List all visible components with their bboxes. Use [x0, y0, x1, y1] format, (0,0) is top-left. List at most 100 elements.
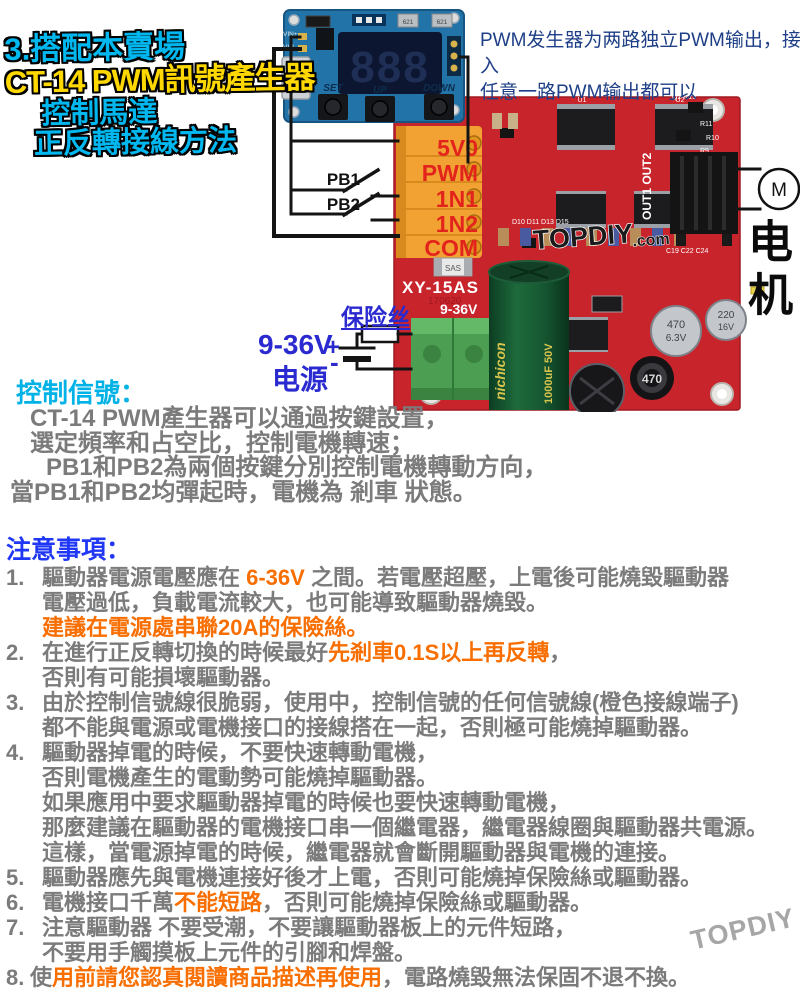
svg-text:621: 621: [403, 19, 414, 26]
wiring-diagram: U1 U2 Q2 R13 R11 R10 R9 D10 D11 D13 D15 …: [272, 9, 800, 412]
note-number: 5.: [6, 865, 25, 890]
fuse-label: 保险丝: [341, 304, 410, 330]
note-number: 4.: [6, 740, 25, 765]
supply-voltage-label: 9-36V: [258, 329, 333, 360]
board-date-code: 170620: [428, 296, 462, 307]
motor-connector: [670, 152, 738, 246]
wires: [272, 35, 762, 371]
note-number: 8.: [6, 965, 25, 990]
control-signal-header: 控制信號：: [16, 378, 147, 408]
note-text-run: 由於控制信號線很脆弱，使用中，控制信號的任何信號線(橙色接線端子): [42, 690, 739, 715]
note-text-run: 在進行正反轉切換的時候最好: [42, 640, 329, 665]
control-signal-line: PB1和PB2為兩個按鍵分別控制電機轉動方向，: [46, 454, 548, 481]
note-text-run: 驅動器電源電壓應在: [42, 565, 247, 590]
note-text-run: 注意驅動器 不要受潮，不要讓驅動器板上的元件短路，: [42, 915, 577, 940]
note-text-run: 如果應用中要求驅動器掉電的時候也要快速轉動電機，: [42, 790, 571, 815]
note-number: 3.: [6, 690, 25, 715]
vin-plus-label: VIN+: [283, 31, 298, 38]
power-terminal-block: [411, 318, 495, 400]
terminal-pwm: PWM: [422, 160, 478, 186]
svg-text:.com: .com: [632, 231, 670, 251]
note-item-6: 6. 電機接口千萬不能短路，否則可能燒掉保險絲或驅動器。: [6, 890, 798, 915]
svg-text:R9: R9: [700, 148, 709, 155]
set-button: SET: [318, 83, 348, 120]
minus-sign: -: [330, 347, 339, 377]
terminal-1n1: 1N1: [436, 186, 478, 212]
pwm-output-note: PWM发生器为两路独立PWM输出，接入 任意一路PWM输出都可以: [480, 28, 800, 106]
pwm-generator-module: 621 621 VIN+ VIN- 888 SET: [281, 9, 465, 123]
svg-text:R10: R10: [706, 135, 719, 142]
terminal-com: COM: [424, 235, 478, 261]
note-text-run: 電壓過低，負載電流較大，也可能導致驅動器燒毀。: [42, 590, 549, 615]
note-text-run: ，: [549, 640, 572, 665]
svg-text:SET: SET: [323, 83, 343, 94]
svg-text:16V: 16V: [718, 322, 734, 332]
note-text-run: 不要用手觸摸板上元件的引腳和焊盤。: [42, 940, 417, 965]
wire-pwm: [458, 55, 470, 164]
note-number: 2.: [6, 640, 25, 665]
svg-text:220: 220: [718, 310, 735, 321]
title-line-2: CT-14 PWM訊號產生器: [4, 59, 315, 100]
note-text-run: 都不能與電源或電機接口的接線搭在一起，否則極可能燒掉驅動器。: [42, 715, 703, 740]
svg-text:nichicon: nichicon: [492, 342, 508, 400]
note-text-run: 這樣，當電源掉電的時候，繼電器就會斷開驅動器與電機的連接。: [42, 840, 681, 865]
notes-header: 注意事項：: [6, 536, 132, 564]
svg-text:1000uF 50V: 1000uF 50V: [543, 343, 555, 404]
svg-text:470: 470: [667, 319, 685, 331]
seven-segment-display: 888: [338, 32, 442, 94]
wire-vcc-bus: [289, 35, 302, 216]
up-button: UP: [365, 85, 395, 122]
svg-text:621: 621: [437, 19, 448, 26]
note-item-5: 5. 驅動器應先與電機連接好後才上電，否則可能燒掉保險絲或驅動器。: [6, 865, 798, 890]
svg-text:D10 D11 D13 D15: D10 D11 D13 D15: [512, 219, 569, 226]
note-item-3: 3. 由於控制信號線很脆弱，使用中，控制信號的任何信號線(橙色接線端子) 都不能…: [6, 690, 798, 740]
silkscreen-u2: U2: [676, 97, 685, 104]
note-text-run: 之間。若電壓超壓，上電後可能燒毀驅動器: [304, 565, 729, 590]
svg-text:C19 C22 C24: C19 C22 C24: [666, 248, 709, 255]
note-text-run: 那麼建議在驅動器的電機接口串一個繼電器，繼電器線圈與驅動器共電源。: [42, 815, 769, 840]
note-text-run: 用前請您認真閱讀商品描述再使用: [52, 965, 383, 990]
notes-section: 注意事項： 1. 驅動器電源電壓應在 6-36V 之間。若電壓超壓，上電後可能燒…: [6, 536, 798, 990]
title-line-3: 控制馬達: [41, 96, 158, 131]
module-regulators: 621 621: [397, 13, 453, 28]
plus-sign: +: [326, 334, 340, 361]
down-button: DOWN: [423, 83, 456, 120]
board-fuse: SAS: [433, 257, 473, 277]
terminal-labels: 5V0 PWM 1N1 1N2 COM: [422, 135, 478, 261]
svg-text:SAS: SAS: [445, 264, 461, 273]
note-text-run: 使: [30, 965, 53, 990]
pb1-switch-blade: [341, 167, 381, 194]
motor-symbol: M: [757, 167, 800, 211]
pb1-label: PB1: [327, 170, 360, 189]
svg-text:M: M: [771, 180, 787, 201]
silkscreen-labels: U1 U2 Q2 R13 R11 R10 R9 D10 D11 D13 D15 …: [512, 94, 719, 255]
svg-text:UP: UP: [373, 85, 387, 96]
terminal-1n2: 1N2: [436, 211, 478, 237]
pb2-label: PB2: [327, 195, 360, 214]
note-text-run: 不能短路: [174, 890, 263, 915]
svg-text:470: 470: [642, 372, 662, 386]
board-model: XY-15AS: [402, 278, 479, 297]
note-text-run: 6-36V: [246, 565, 305, 590]
small-capacitor-1: 470 6.3V: [650, 305, 702, 357]
svg-text:DOWN: DOWN: [423, 83, 455, 94]
power-source-label: 电源: [272, 364, 329, 395]
driver-board: U1 U2 Q2 R13 R11 R10 R9 D10 D11 D13 D15 …: [393, 94, 767, 412]
note-item-2: 2. 在進行正反轉切換的時候最好先剎車0.1S以上再反轉， 否則有可能損壞驅動器…: [6, 640, 798, 690]
note-number: 7.: [6, 915, 25, 940]
page-title: 3.搭配本賣場 CT-14 PWM訊號產生器 控制馬達 正反轉接線方法: [4, 29, 316, 162]
note-text-run: 驅動器掉電的時候，不要快速轉動電機，: [42, 740, 439, 765]
pwm-note-line-1: PWM发生器为两路独立PWM输出，接入: [480, 30, 800, 77]
svg-text:Q2 R13: Q2 R13: [672, 94, 696, 101]
note-number: 6.: [6, 890, 25, 915]
terminal-5v0: 5V0: [437, 135, 478, 161]
wire-com: [272, 47, 400, 238]
note-item-4: 4. 驅動器掉電的時候，不要快速轉動電機， 否則電機產生的電動勢可能燒掉驅動器。…: [6, 740, 798, 865]
motor-label: 电机: [741, 218, 792, 324]
svg-text:888: 888: [350, 43, 429, 92]
electrolytic-capacitor-large: nichicon 1000uF 50V: [488, 260, 570, 410]
note-item-7: 7. 注意驅動器 不要受潮，不要讓驅動器板上的元件短路， 不要用手觸摸板上元件的…: [6, 915, 798, 965]
note-text-run: 電機接口千萬: [42, 890, 175, 915]
svg-text:U1: U1: [578, 97, 587, 104]
